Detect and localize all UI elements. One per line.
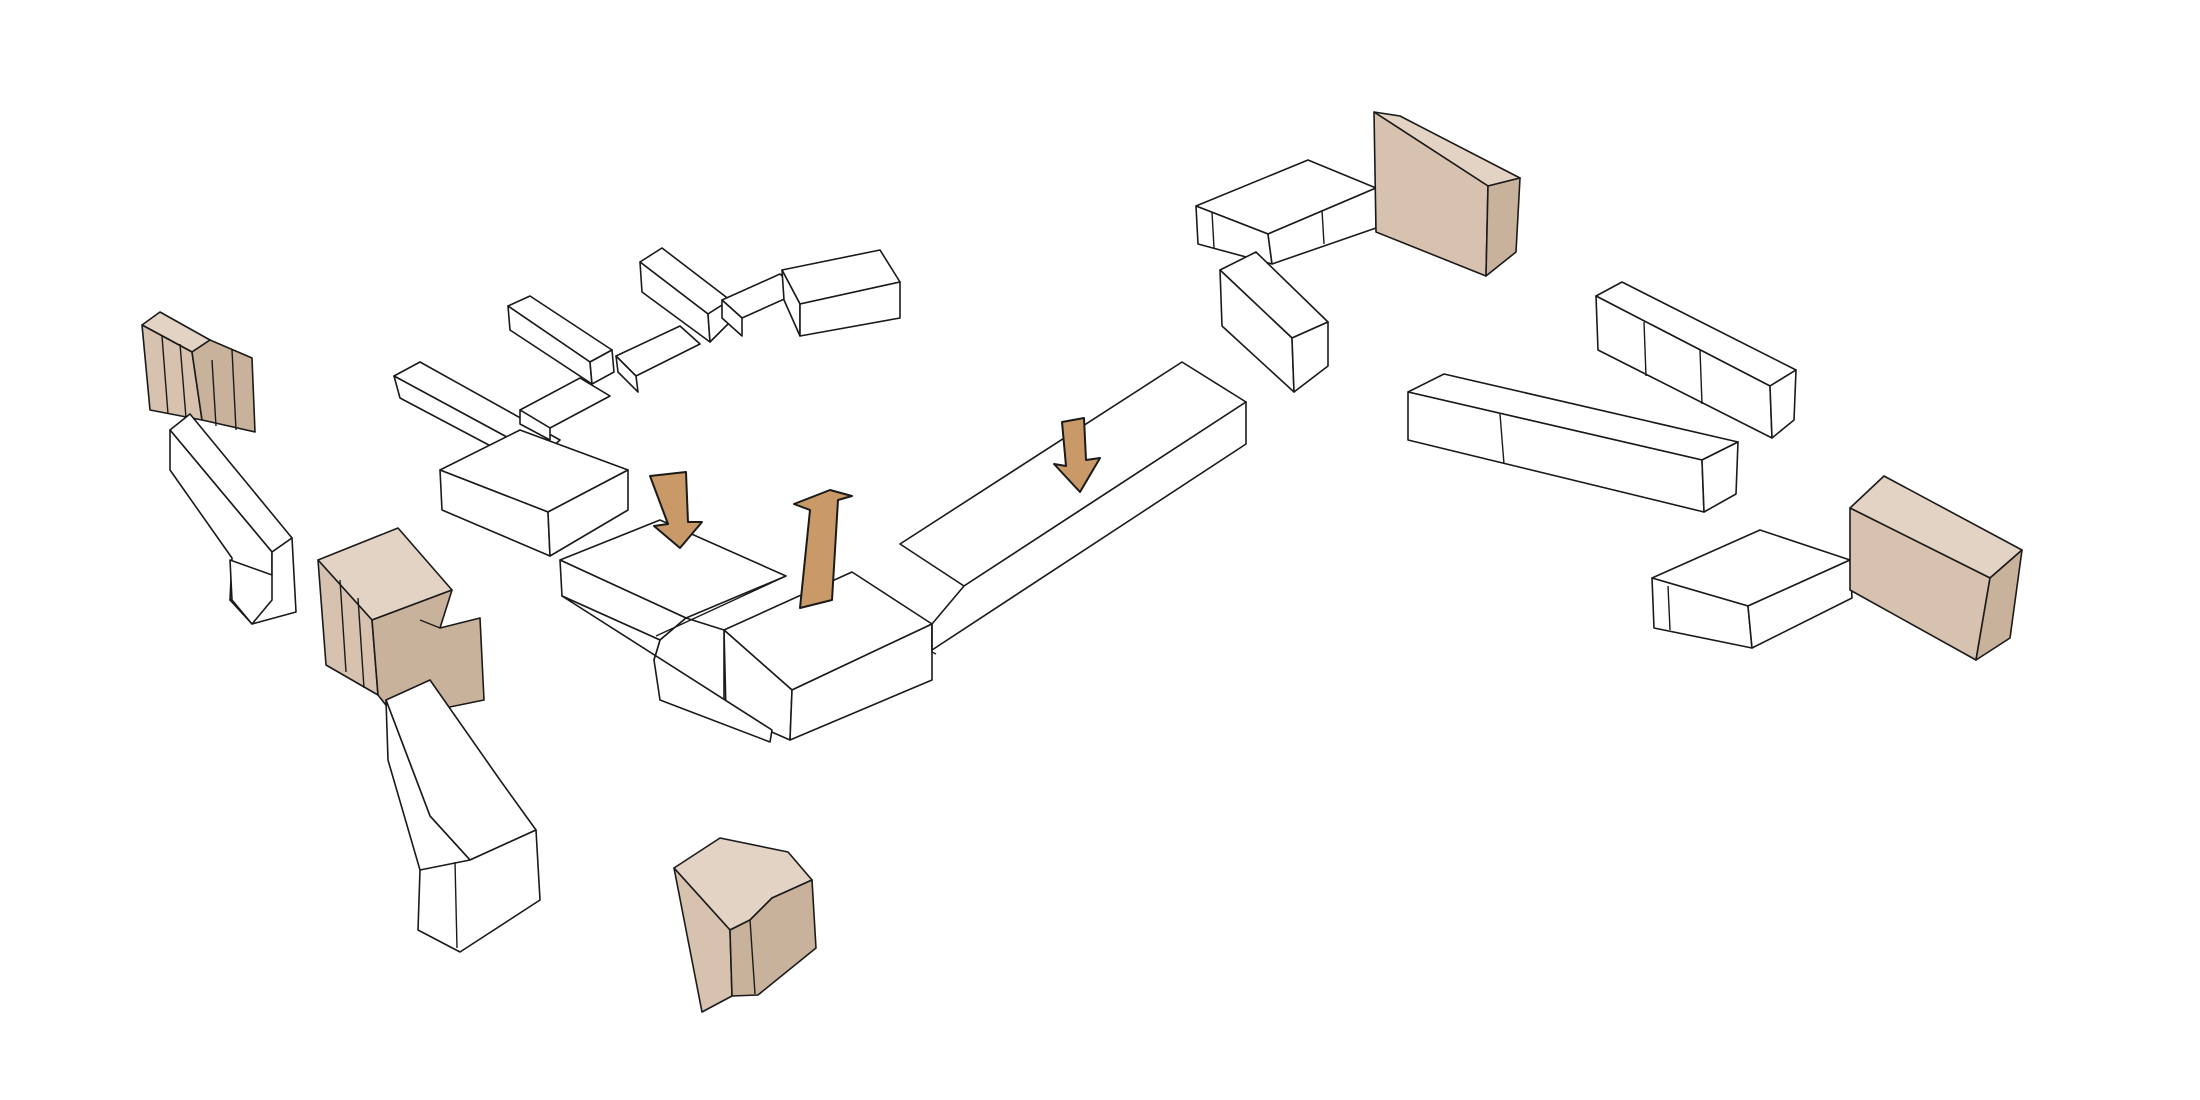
building-east-bar-lower [1407,373,1739,513]
program-arrows [649,417,1101,609]
arrow-up-2 [793,489,853,609]
arrow-down-1 [649,471,703,549]
highlighted-block-south [673,837,817,1013]
highlighted-tower-northeast [1373,111,1521,277]
highlighted-tower-west [317,527,485,719]
building-west-bar [169,413,297,625]
building-southwest [385,679,541,953]
building-north-cluster [393,247,901,557]
building-central-main [559,361,1247,743]
highlighted-tower-southeast [1849,475,2023,661]
highlighted-tower-northwest [141,311,256,433]
building-northeast-bar [1195,159,1377,265]
arrow-down-3 [1053,417,1101,493]
building-east-bar-upper [1595,281,1797,439]
building-northeast-wing [1219,251,1329,393]
building-southeast-bar [1651,529,1853,649]
